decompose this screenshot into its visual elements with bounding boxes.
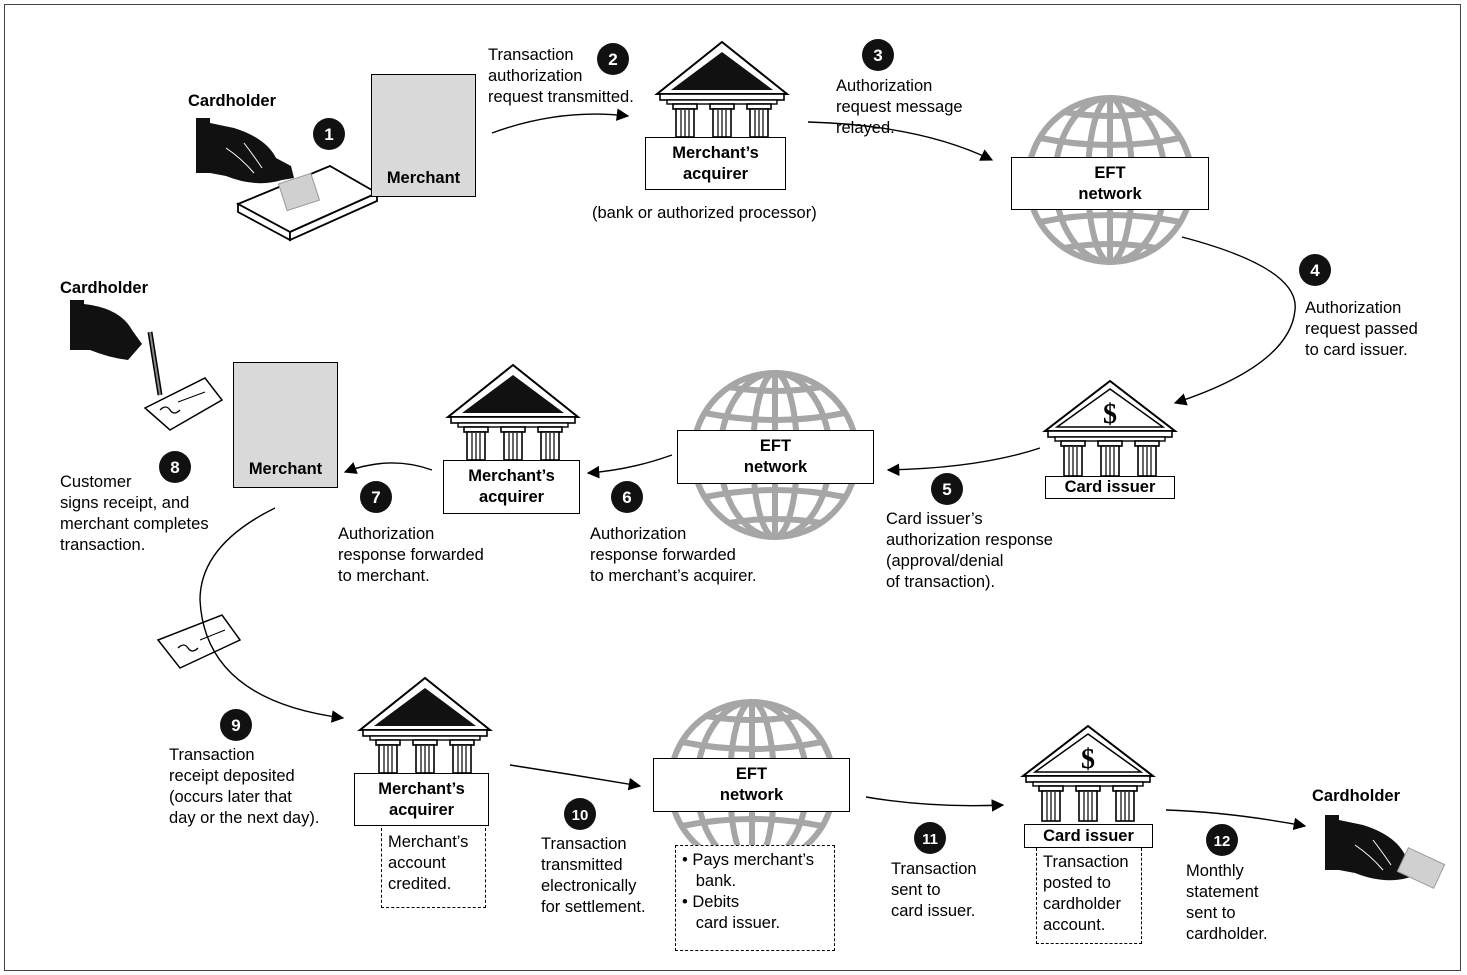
step-12-caption: Monthly statement sent to cardholder. bbox=[1186, 862, 1268, 943]
cardholder-label-mid: Cardholder bbox=[60, 279, 149, 297]
arrow-step-6 bbox=[586, 454, 673, 479]
svg-text:2: 2 bbox=[608, 50, 617, 69]
cardholder-label-top: Cardholder bbox=[188, 92, 277, 110]
arrow-step-7 bbox=[343, 462, 433, 474]
step-badge-5: 5 bbox=[931, 473, 963, 505]
step-4-caption: Authorization request passed to card iss… bbox=[1305, 299, 1418, 359]
bank-icon-issuer-mid bbox=[1044, 380, 1176, 477]
step-badge-10: 10 bbox=[564, 798, 596, 830]
step-badge-2: 2 bbox=[597, 43, 629, 75]
svg-text:5: 5 bbox=[942, 480, 951, 499]
arrow-step-2 bbox=[491, 108, 630, 134]
step-badge-11: 11 bbox=[914, 822, 946, 854]
network-settle-note: • Pays merchant’s bank. • Debits card is… bbox=[675, 845, 835, 951]
eft-network-box-top: EFT network bbox=[1011, 157, 1209, 210]
arrow-step-12 bbox=[1165, 809, 1307, 831]
svg-text:9: 9 bbox=[231, 716, 240, 735]
step-badge-8: 8 bbox=[159, 451, 191, 483]
receipt-icon bbox=[143, 377, 224, 431]
arrow-step-11 bbox=[865, 796, 1005, 812]
arrow-step-3 bbox=[807, 121, 994, 161]
diagram-frame bbox=[4, 4, 1461, 971]
svg-text:11: 11 bbox=[922, 831, 938, 848]
svg-text:4: 4 bbox=[1310, 261, 1320, 280]
card-terminal-icon bbox=[235, 164, 379, 242]
acquirer-note: (bank or authorized processor) bbox=[592, 204, 817, 222]
step-badge-9: 9 bbox=[220, 709, 252, 741]
acquirer-box-bottom: Merchant’s acquirer bbox=[354, 773, 489, 826]
step-badge-1: 1 bbox=[313, 118, 345, 150]
step-badge-12: 12 bbox=[1206, 824, 1238, 856]
step-badge-6: 6 bbox=[611, 481, 643, 513]
svg-text:8: 8 bbox=[170, 458, 179, 477]
arrow-step-5 bbox=[886, 447, 1041, 477]
step-5-caption: Card issuer’s authorization response (ap… bbox=[886, 510, 1053, 591]
step-9-caption: Transaction receipt deposited (occurs la… bbox=[169, 746, 320, 827]
step-11-caption: Transaction sent to card issuer. bbox=[891, 860, 977, 920]
step-3-caption: Authorization request message relayed. bbox=[836, 77, 963, 137]
eft-network-box-bottom: EFT network bbox=[653, 758, 850, 812]
bank-icon-issuer-bottom bbox=[1022, 725, 1154, 822]
step-10-caption: Transaction transmitted electronically f… bbox=[541, 835, 646, 916]
svg-text:12: 12 bbox=[1214, 833, 1231, 850]
svg-text:3: 3 bbox=[873, 46, 882, 65]
step-badge-7: 7 bbox=[360, 481, 392, 513]
svg-text:10: 10 bbox=[572, 807, 589, 824]
card-issuer-box-mid: Card issuer bbox=[1045, 476, 1175, 499]
merchant-label: Merchant bbox=[386, 169, 461, 187]
step-badge-4: 4 bbox=[1299, 254, 1331, 286]
arrow-step-4 bbox=[1173, 236, 1296, 406]
svg-text:1: 1 bbox=[324, 125, 333, 144]
eft-network-box-mid: EFT network bbox=[677, 430, 874, 484]
step-2-caption: Transaction authorization request transm… bbox=[488, 46, 634, 106]
merchant-label: Merchant bbox=[248, 460, 323, 478]
svg-text:7: 7 bbox=[371, 488, 380, 507]
step-badge-3: 3 bbox=[862, 39, 894, 71]
bank-icon-acquirer-top bbox=[656, 41, 788, 138]
step-8-caption: Customer signs receipt, and merchant com… bbox=[60, 473, 209, 554]
acquirer-credit-note: Merchant’s account credited. bbox=[381, 828, 486, 908]
bank-icon-acquirer-mid bbox=[447, 364, 579, 461]
acquirer-box-top: Merchant’s acquirer bbox=[645, 137, 786, 190]
bank-icon-acquirer-bottom bbox=[359, 677, 491, 774]
merchant-box-mid: Merchant bbox=[233, 362, 338, 488]
merchant-box-top: Merchant bbox=[371, 74, 476, 197]
arrow-step-9 bbox=[199, 507, 345, 723]
issuer-post-note: Transaction posted to cardholder account… bbox=[1036, 848, 1142, 944]
final-cardholder-hand-icon bbox=[1324, 814, 1446, 889]
acquirer-box-mid: Merchant’s acquirer bbox=[443, 460, 580, 514]
card-issuer-box-bottom: Card issuer bbox=[1024, 824, 1153, 848]
arrow-step-10 bbox=[509, 764, 642, 791]
step-7-caption: Authorization response forwarded to merc… bbox=[338, 525, 484, 585]
deposited-receipt-icon bbox=[156, 614, 242, 669]
step-6-caption: Authorization response forwarded to merc… bbox=[590, 525, 757, 585]
cardholder-label-bottom: Cardholder bbox=[1312, 787, 1401, 805]
signing-hand-icon bbox=[70, 300, 163, 396]
svg-text:6: 6 bbox=[622, 488, 631, 507]
cardholder-hand-icon bbox=[195, 117, 295, 184]
